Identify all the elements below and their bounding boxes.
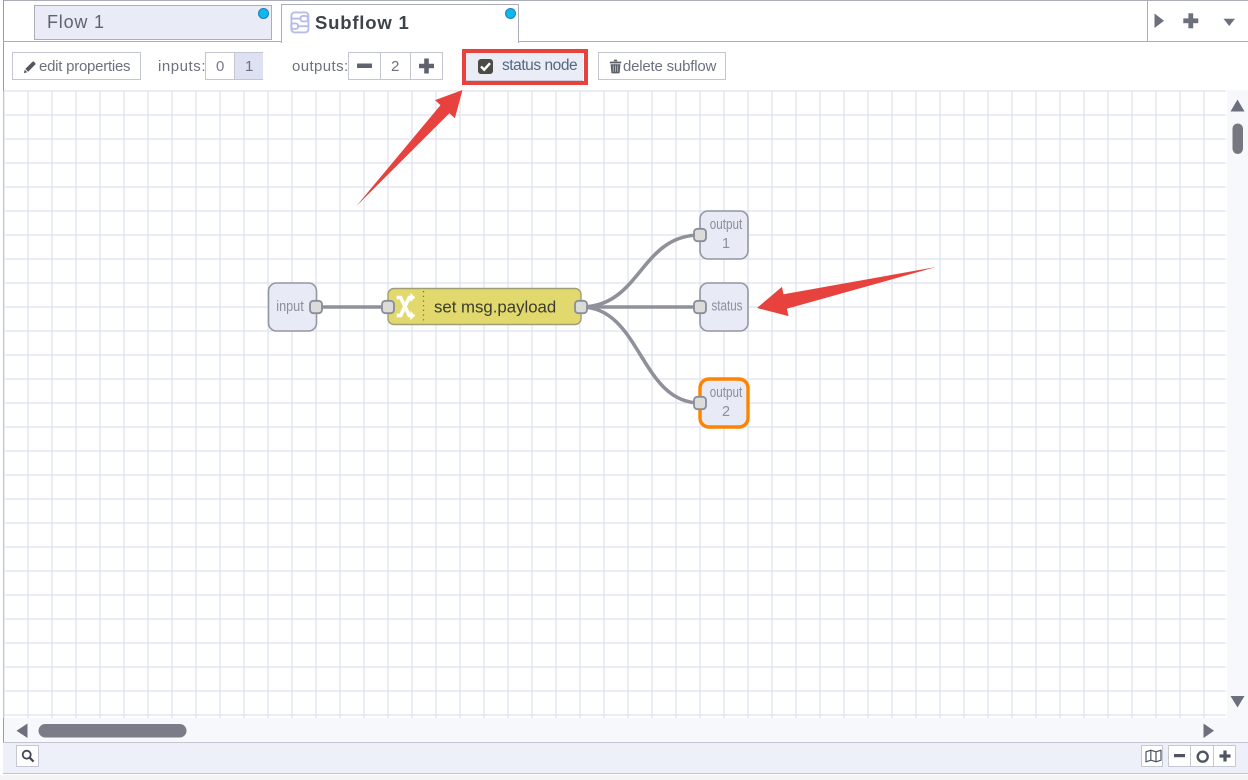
svg-text:set msg.payload: set msg.payload bbox=[434, 298, 556, 317]
svg-text:status: status bbox=[712, 298, 743, 314]
svg-text:2: 2 bbox=[722, 404, 730, 420]
svg-text:output: output bbox=[710, 217, 743, 233]
svg-text:output: output bbox=[710, 385, 743, 401]
svg-text:1: 1 bbox=[722, 236, 730, 252]
svg-text:input: input bbox=[276, 299, 304, 315]
